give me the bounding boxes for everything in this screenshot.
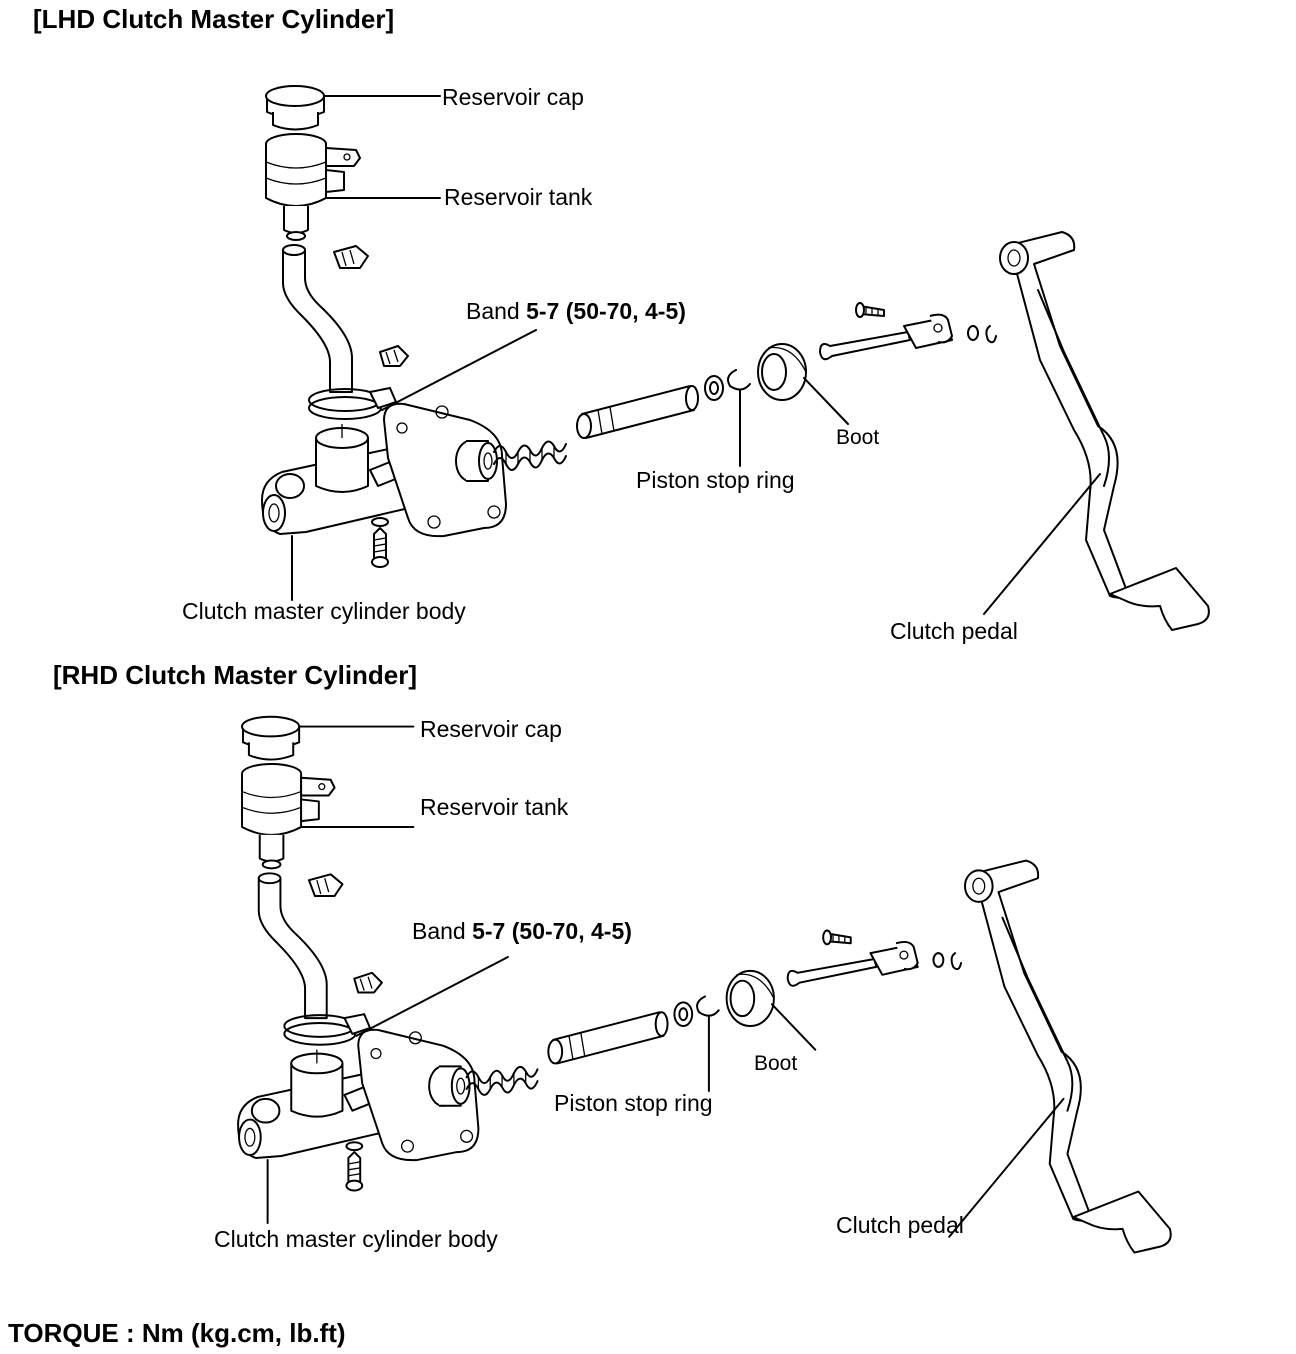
band-torque-value: 5-7 (50-70, 4-5) [526,298,686,324]
rhd-label-pedal: Clutch pedal [836,1212,964,1238]
lhd-title: [LHD Clutch Master Cylinder] [33,4,395,34]
lhd-label-piston-stop-ring: Piston stop ring [636,467,795,493]
band-prefix: Band [466,298,527,324]
rhd-label-body: Clutch master cylinder body [214,1226,498,1252]
lhd-label-band: Band 5-7 (50-70, 4-5) [466,298,686,325]
rhd-label-reservoir-tank: Reservoir tank [420,794,569,820]
band-prefix: Band [412,918,473,944]
rhd-assembly-drawing [237,715,1172,1254]
lhd-label-reservoir-tank: Reservoir tank [444,184,593,210]
rhd-label-reservoir-cap: Reservoir cap [420,716,562,742]
rhd-label-piston-stop-ring: Piston stop ring [554,1090,713,1116]
rhd-label-boot: Boot [754,1052,798,1075]
lhd-label-reservoir-cap: Reservoir cap [442,84,584,110]
lhd-label-body: Clutch master cylinder body [182,598,466,624]
lhd-assembly-drawing [261,85,1210,631]
lhd-label-boot: Boot [836,426,880,449]
band-torque-value: 5-7 (50-70, 4-5) [472,918,632,944]
rhd-label-band: Band 5-7 (50-70, 4-5) [412,918,632,945]
lhd-label-pedal: Clutch pedal [890,618,1018,644]
torque-note: TORQUE : Nm (kg.cm, lb.ft) [8,1318,346,1348]
rhd-title: [RHD Clutch Master Cylinder] [53,660,418,690]
